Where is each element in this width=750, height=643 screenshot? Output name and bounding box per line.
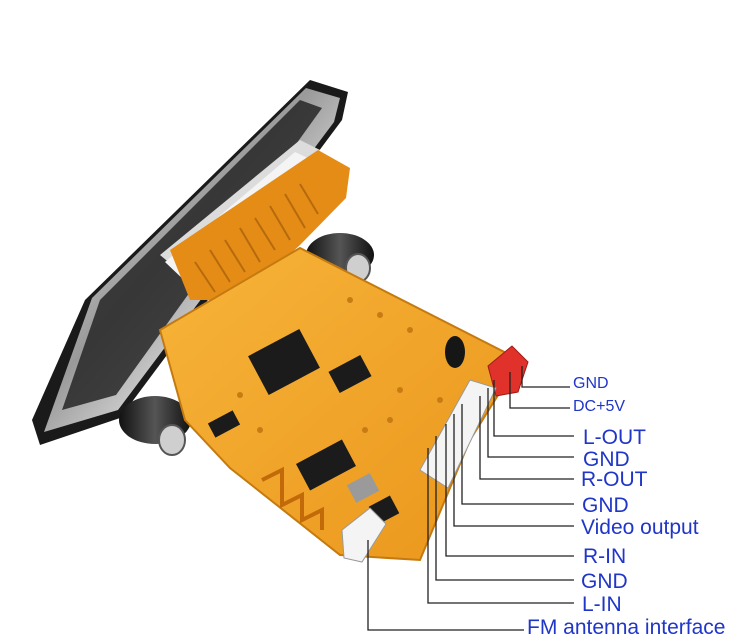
label-r-in: R-IN: [583, 545, 627, 568]
label-l-out: L-OUT: [583, 426, 646, 449]
label-r-out: R-OUT: [581, 468, 648, 491]
label-dc-5v: DC+5V: [573, 398, 626, 415]
main-pcb: [158, 246, 522, 562]
label-fm-antenna: FM antenna interface: [527, 617, 726, 638]
leader-lines: [367, 366, 574, 631]
label-gnd-4: GND: [581, 570, 628, 593]
label-gnd-top: GND: [573, 375, 609, 392]
label-video-output: Video output: [581, 516, 699, 539]
display-board: [170, 150, 350, 300]
fm-antenna-connector: [341, 507, 387, 563]
white-connector-strip: [419, 379, 497, 489]
knob-bottom: [119, 396, 191, 456]
label-l-in: L-IN: [582, 593, 622, 616]
label-gnd-2: GND: [583, 448, 630, 471]
label-gnd-3: GND: [582, 494, 629, 517]
